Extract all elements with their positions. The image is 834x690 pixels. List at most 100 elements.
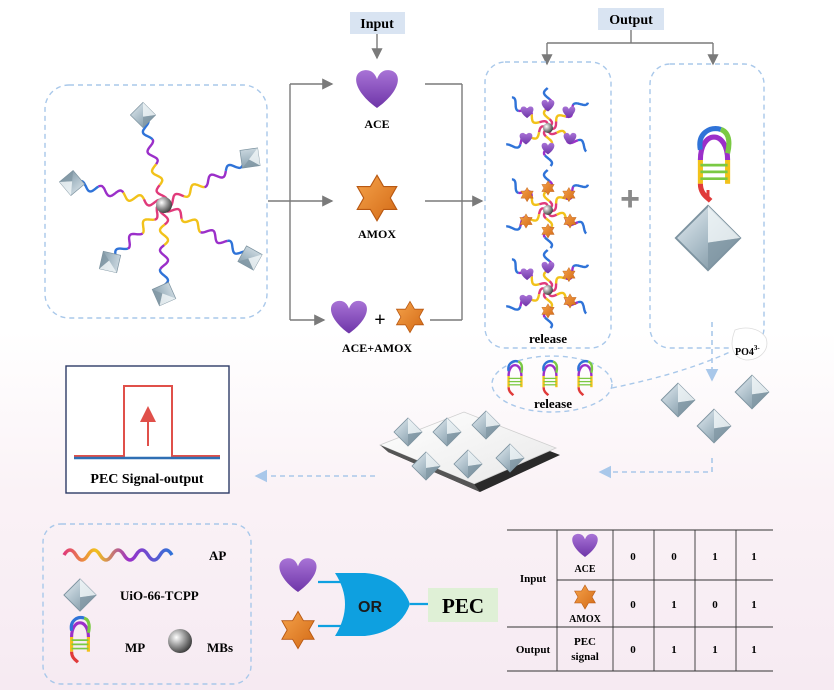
table-cell-pec-1: 0 xyxy=(630,644,636,656)
legend-ap-label: AP xyxy=(209,548,226,563)
table-cell-amox-2: 1 xyxy=(671,599,677,611)
released-3-arm-3-segment-2 xyxy=(529,293,541,302)
released-1-arm-5-segment-4 xyxy=(542,87,551,101)
legend-mb-icon xyxy=(168,629,192,653)
ace-amox-label: ACE+AMOX xyxy=(342,341,413,355)
release-label-1: release xyxy=(529,331,567,346)
released-3-arm-4-segment-4 xyxy=(577,300,588,315)
branch-arrows-left xyxy=(268,78,334,326)
ap-arm-6-segment-3 xyxy=(97,184,125,198)
ace-heart-icon-combo xyxy=(331,300,367,334)
free-uio-2 xyxy=(734,374,770,410)
released-3-arm-5-segment-4 xyxy=(542,249,551,263)
released-1-arm-2-segment-2 xyxy=(554,114,567,122)
released-1-arm-1-segment-4 xyxy=(511,96,519,112)
table-amox-star-icon xyxy=(574,584,596,610)
ap-arm-2-segment-2 xyxy=(183,183,205,199)
released-2-arm-2-segment-4 xyxy=(572,184,590,189)
ap-arm-2-segment-3 xyxy=(204,170,227,189)
amox-star-icon-combo xyxy=(396,301,424,333)
free-uio-3 xyxy=(696,408,732,444)
released-mb-1 xyxy=(543,123,553,133)
ap-arm-5-segment-3 xyxy=(127,232,144,250)
mp-hairpin-large xyxy=(700,129,729,201)
released-2-arm-6-segment-4 xyxy=(544,236,554,249)
released-1-arm-5-segment-2 xyxy=(542,109,551,121)
table-cell-ace-1: 0 xyxy=(630,551,636,563)
table-amox-label: AMOX xyxy=(569,614,601,625)
table-pec-label: PEC xyxy=(574,636,596,648)
released-1-arm-2-segment-4 xyxy=(572,102,590,107)
table-cell-ace-4: 1 xyxy=(751,551,757,563)
table-cell-amox-3: 0 xyxy=(712,599,718,611)
released-mb-2 xyxy=(543,205,553,215)
ap-arm-4-segment-2 xyxy=(158,223,170,247)
ap-arm-3-segment-2 xyxy=(180,218,202,234)
released-1-arm-1-segment-2 xyxy=(530,114,540,125)
signal-pulse xyxy=(74,385,220,457)
input-label: Input xyxy=(360,17,394,32)
released-mb-3 xyxy=(543,285,553,295)
released-2-arm-4-segment-4 xyxy=(577,220,588,235)
released-ap-ellipse xyxy=(491,355,613,413)
table-cell-ace-3: 1 xyxy=(712,551,718,563)
table-input-label: Input xyxy=(520,573,547,585)
uio-octahedron-large xyxy=(674,204,742,272)
legend-mp-label: MP xyxy=(125,640,145,655)
truth-table xyxy=(507,529,773,672)
released-2-arm-1-segment-4 xyxy=(511,178,519,194)
merge-arrows-right xyxy=(425,83,484,321)
released-3-arm-6-segment-4 xyxy=(544,316,554,329)
bound-heart-icon xyxy=(541,261,555,274)
released-mb-complexes xyxy=(505,87,590,329)
output-arrows xyxy=(541,30,719,66)
released-1-arm-3-segment-2 xyxy=(529,131,541,140)
legend-mp-icon xyxy=(69,616,91,664)
ap-arm-4-segment-3 xyxy=(158,244,170,270)
table-cell-ace-2: 0 xyxy=(671,551,677,563)
mb-probe-assembly xyxy=(57,101,269,311)
ap-arm-3-segment-3 xyxy=(200,228,228,245)
ace-heart-icon xyxy=(356,70,398,108)
legend-uio-label: UiO-66-TCPP xyxy=(120,588,199,603)
released-2-arm-5-segment-4 xyxy=(542,169,551,183)
released-3-arm-4-segment-2 xyxy=(556,291,568,300)
released-2-arm-4-segment-2 xyxy=(556,211,568,220)
ap-arm-6-segment-2 xyxy=(122,191,146,203)
amox-label: AMOX xyxy=(358,227,396,241)
arm-uio-1 xyxy=(129,101,157,129)
mp-uio-box xyxy=(649,63,765,349)
release-label-2: release xyxy=(534,396,572,411)
arm-uio-6 xyxy=(57,168,87,198)
gate-amox-star-icon xyxy=(281,610,315,650)
ace-label: ACE xyxy=(364,117,389,131)
table-cell-amox-4: 1 xyxy=(751,599,757,611)
arrow-to-electrode xyxy=(598,458,713,479)
release-connector xyxy=(611,351,731,389)
center-mb xyxy=(156,197,172,213)
released-2-arm-5-segment-2 xyxy=(542,191,551,203)
ap-arm-1-segment-2 xyxy=(150,163,164,186)
legend-ap-strand xyxy=(62,548,174,562)
table-cell-pec-4: 1 xyxy=(751,644,757,656)
plus-sign-output: + xyxy=(620,180,640,218)
released-1-arm-4-segment-4 xyxy=(577,138,588,153)
pec-signal-output-label: PEC Signal-output xyxy=(90,472,204,487)
released-3-arm-5-segment-2 xyxy=(542,271,551,283)
table-cell-pec-3: 1 xyxy=(712,644,718,656)
released-2-arm-3-segment-4 xyxy=(505,225,522,231)
table-ace-heart-icon xyxy=(572,533,598,557)
po4-droplet xyxy=(731,327,768,361)
bound-heart-icon xyxy=(541,99,555,112)
or-gate-shape xyxy=(335,573,410,636)
free-uio-1 xyxy=(660,382,696,418)
released-mb-box xyxy=(484,61,612,349)
released-hairpin-2 xyxy=(542,360,559,397)
table-signal-label: signal xyxy=(571,651,599,663)
ap-arm-1-segment-3 xyxy=(146,138,159,165)
pec-output-box xyxy=(428,588,498,622)
released-3-arm-6-segment-2 xyxy=(545,297,554,308)
po4-label: PO43- xyxy=(735,344,760,358)
